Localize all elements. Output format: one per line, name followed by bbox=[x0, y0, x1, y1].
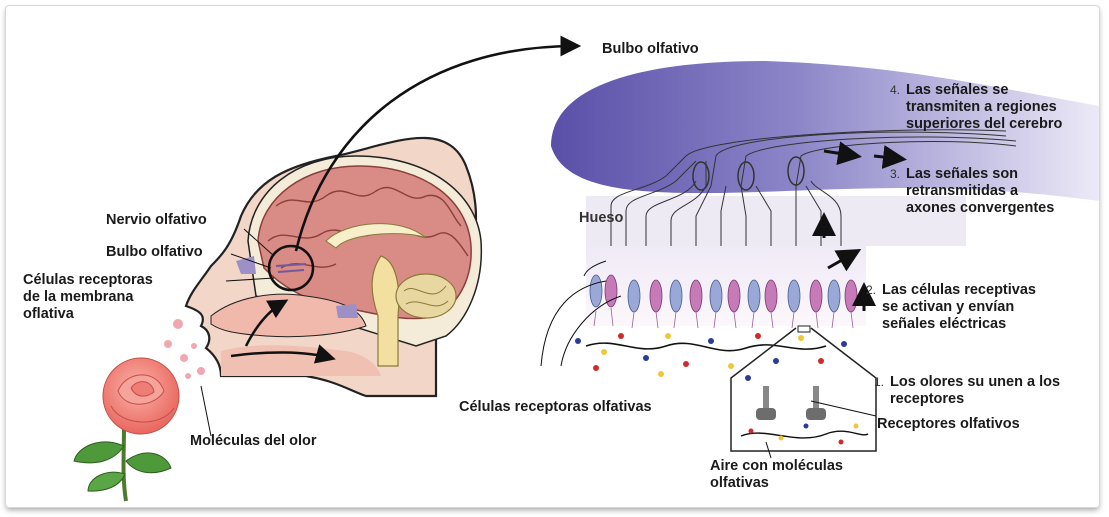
label-hueso: Hueso bbox=[579, 210, 623, 227]
head-cross-section bbox=[186, 138, 481, 396]
leader-moleculas bbox=[201, 386, 211, 436]
label-moleculas-del-olor: Moléculas del olor bbox=[190, 433, 317, 450]
label-nervio-olfativo: Nervio olfativo bbox=[106, 212, 207, 229]
label-receptores-olfativos: Receptores olfativos bbox=[877, 416, 1020, 433]
label-bulbo-olfativo-left: Bulbo olfativo bbox=[106, 244, 203, 261]
step-3: 3. Las señales son retransmitidas a axon… bbox=[890, 166, 1054, 217]
odor-molecules bbox=[575, 333, 847, 381]
label-bulbo-olfativo-top: Bulbo olfativo bbox=[602, 41, 699, 58]
rose-illustration bbox=[74, 358, 179, 501]
diagram-frame: Bulbo olfativo Nervio olfativo Bulbo olf… bbox=[6, 6, 1099, 507]
step-1: 1. Los olores su unen a los receptores bbox=[874, 374, 1060, 408]
label-celulas-receptoras-olfativas: Células receptoras olfativas bbox=[459, 399, 652, 416]
label-aire-con-moleculas: Aire con moléculas olfativas bbox=[710, 458, 843, 492]
step-4-number: 4. bbox=[890, 83, 900, 97]
step-4: 4. Las señales se transmiten a regiones … bbox=[890, 82, 1062, 133]
step-2-number: 2. bbox=[866, 283, 876, 297]
receptor-zoom-detail bbox=[741, 386, 868, 445]
step-3-number: 3. bbox=[890, 167, 900, 181]
step-2: 2. Las células receptivas se activan y e… bbox=[866, 282, 1036, 333]
scent-dots bbox=[164, 319, 205, 379]
step-1-number: 1. bbox=[874, 375, 884, 389]
label-celulas-receptoras-membrana: Células receptoras de la membrana oflati… bbox=[23, 272, 153, 323]
